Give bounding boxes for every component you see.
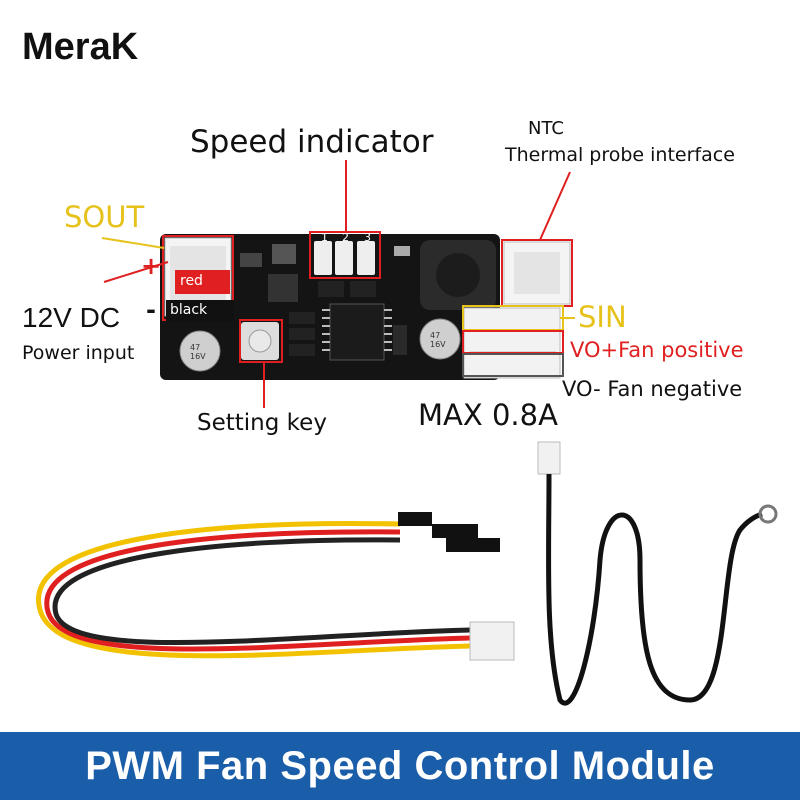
led-3-label: 3 <box>364 231 371 244</box>
setting-key-highlight <box>239 319 283 363</box>
led-1-label: 1 <box>321 231 328 244</box>
title-banner: PWM Fan Speed Control Module <box>0 732 800 800</box>
vo-plus-label: VO+Fan positive <box>570 338 744 362</box>
led-2 <box>335 241 353 275</box>
cap-right-marking: 47 16V <box>430 331 446 349</box>
dc-label: 12V DC <box>22 302 121 333</box>
plus-label: + <box>141 252 162 280</box>
red-wire-label: red <box>180 273 203 289</box>
vo-minus-highlight <box>462 353 564 377</box>
minus-label: - <box>146 296 156 324</box>
power-input-label: Power input <box>22 342 135 364</box>
probe-cable <box>546 473 763 706</box>
speed-indicator-label: Speed indicator <box>190 124 434 160</box>
led-1 <box>314 241 332 275</box>
ntc-label: NTC <box>528 118 564 139</box>
vo-minus-label: VO- Fan negative <box>562 377 743 401</box>
sout-label: SOUT <box>64 200 145 234</box>
black-wire-label: black <box>170 302 208 318</box>
thermal-probe-label: Thermal probe interface <box>505 144 735 166</box>
capacitor-right <box>419 318 461 360</box>
fan-cable <box>36 521 471 659</box>
dupont-connector-3 <box>446 538 500 552</box>
led-3 <box>357 241 375 275</box>
product-photo <box>36 160 778 706</box>
dupont-connector-2 <box>432 524 478 538</box>
max-current-label: MAX 0.8A <box>418 398 558 432</box>
setting-key-label: Setting key <box>197 410 327 436</box>
dupont-connector-1 <box>398 512 432 526</box>
fan-connector <box>463 307 561 379</box>
led-2-label: 2 <box>342 231 349 244</box>
probe-ring-terminal <box>758 504 778 524</box>
probe-plug <box>537 441 561 475</box>
cap-left-marking: 47 16V <box>190 343 206 361</box>
sin-label: SIN <box>578 300 627 334</box>
capacitor-left <box>179 330 221 372</box>
fan-cable-plug <box>469 621 515 661</box>
brand-logo: MeraK <box>22 26 139 68</box>
